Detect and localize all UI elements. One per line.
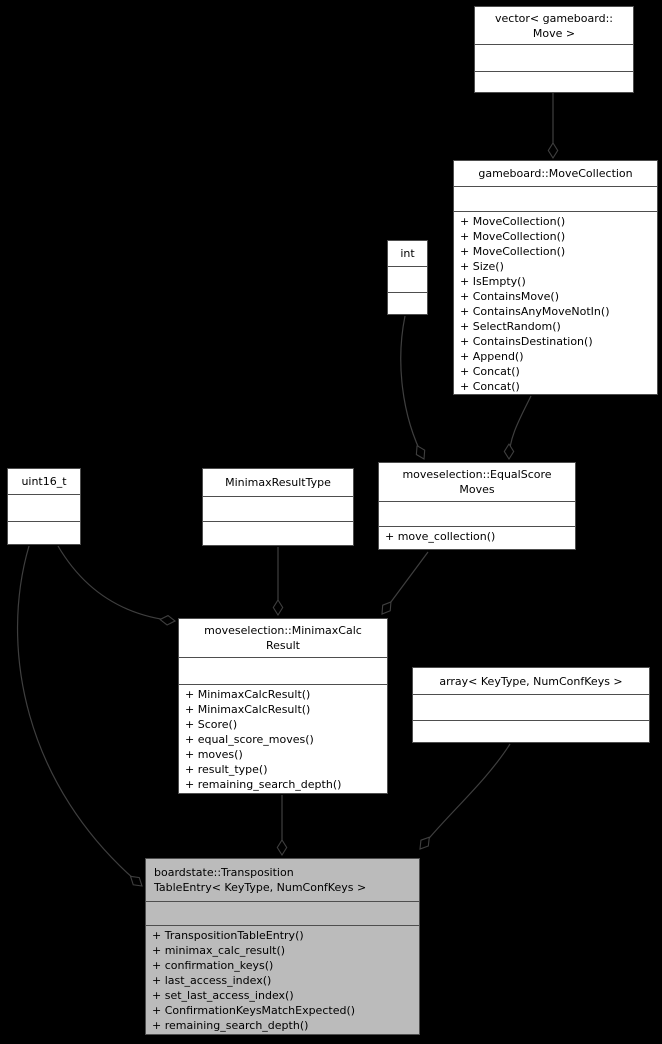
class-node-vector-move[interactable]: vector< gameboard:: Move > <box>474 6 634 93</box>
attributes-compartment <box>179 657 387 684</box>
class-node-minimax-calc-result[interactable]: moveselection::MinimaxCalc Result + Mini… <box>178 618 388 794</box>
method-label: + ContainsMove() <box>460 290 559 303</box>
class-node-array-keytype[interactable]: array< KeyType, NumConfKeys > <box>412 667 650 743</box>
class-title: vector< gameboard:: Move > <box>495 11 613 40</box>
class-node-int[interactable]: int <box>387 240 428 315</box>
edge-equalscoremoves-to-minimaxcalcresult <box>382 551 429 614</box>
method-label: + Append() <box>460 350 524 363</box>
edge-movecollection-to-equalscoremoves <box>509 395 532 459</box>
class-title: MinimaxResultType <box>225 476 331 489</box>
class-node-minimax-result-type[interactable]: MinimaxResultType <box>202 468 354 546</box>
method-label: + IsEmpty() <box>460 275 526 288</box>
method-label: + MinimaxCalcResult() <box>185 703 311 716</box>
method-label: + remaining_search_depth() <box>152 1019 309 1032</box>
attributes-compartment <box>379 501 575 526</box>
methods-compartment <box>8 521 80 544</box>
method-label: + Score() <box>185 718 238 731</box>
class-title: moveselection::MinimaxCalc Result <box>204 624 362 652</box>
method-label: + Concat() <box>460 365 520 378</box>
method-label: + MinimaxCalcResult() <box>185 688 311 701</box>
methods-compartment <box>475 71 633 92</box>
methods-compartment: + TranspositionTableEntry() + minimax_cal… <box>146 925 419 1034</box>
method-label: + TranspositionTableEntry() <box>152 929 304 942</box>
attributes-compartment <box>454 186 657 211</box>
methods-compartment <box>388 292 427 314</box>
method-label: + result_type() <box>185 763 268 776</box>
method-label: + remaining_search_depth() <box>185 778 342 791</box>
methods-compartment <box>413 720 649 742</box>
method-label: + SelectRandom() <box>460 320 561 333</box>
edge-uint16-to-minimaxcalcresult <box>57 545 175 621</box>
method-label: + equal_score_moves() <box>185 733 314 746</box>
methods-compartment: + MoveCollection() + MoveCollection() + Mo… <box>454 211 657 394</box>
class-title: int <box>400 247 415 260</box>
method-label: + Concat() <box>460 380 520 393</box>
class-title: gameboard::MoveCollection <box>478 167 633 180</box>
method-label: + set_last_access_index() <box>152 989 294 1002</box>
method-label: + MoveCollection() <box>460 245 566 258</box>
edge-uint16-to-transpositiontableentry <box>16 545 142 886</box>
class-title: moveselection::EqualScore Moves <box>402 468 552 496</box>
attributes-compartment <box>203 496 353 521</box>
class-node-uint16[interactable]: uint16_t <box>7 468 81 545</box>
class-title: boardstate::Transposition TableEntry< Ke… <box>154 866 367 894</box>
method-label: + last_access_index() <box>152 974 272 987</box>
method-label: + ConfirmationKeysMatchExpected() <box>152 1004 356 1017</box>
edge-int-to-equalscoremoves <box>400 315 424 459</box>
methods-compartment <box>203 521 353 545</box>
method-label: + ContainsDestination() <box>460 335 593 348</box>
method-label: + MoveCollection() <box>460 230 566 243</box>
class-title: array< KeyType, NumConfKeys > <box>439 674 623 688</box>
class-node-transposition-table-entry[interactable]: boardstate::Transposition TableEntry< Ke… <box>145 858 420 1035</box>
attributes-compartment <box>388 266 427 292</box>
edge-array-to-transpositiontableentry <box>420 743 511 849</box>
attributes-compartment <box>475 44 633 71</box>
class-title: uint16_t <box>21 475 67 488</box>
method-label: + MoveCollection() <box>460 215 566 228</box>
methods-compartment: + MinimaxCalcResult() + MinimaxCalcResult… <box>179 684 387 793</box>
method-label: + minimax_calc_result() <box>152 944 286 957</box>
class-node-equal-score-moves[interactable]: moveselection::EqualScore Moves + move_c… <box>378 462 576 550</box>
attributes-compartment <box>8 494 80 521</box>
methods-compartment: + move_collection() <box>379 526 575 549</box>
method-label: + moves() <box>185 748 243 761</box>
method-label: + move_collection() <box>385 530 496 543</box>
attributes-compartment <box>413 694 649 720</box>
method-label: + confirmation_keys() <box>152 959 274 972</box>
attributes-compartment <box>146 901 419 925</box>
method-label: + ContainsAnyMoveNotIn() <box>460 305 610 318</box>
method-label: + Size() <box>460 260 504 273</box>
class-node-move-collection[interactable]: gameboard::MoveCollection + MoveCollecti… <box>453 160 658 395</box>
